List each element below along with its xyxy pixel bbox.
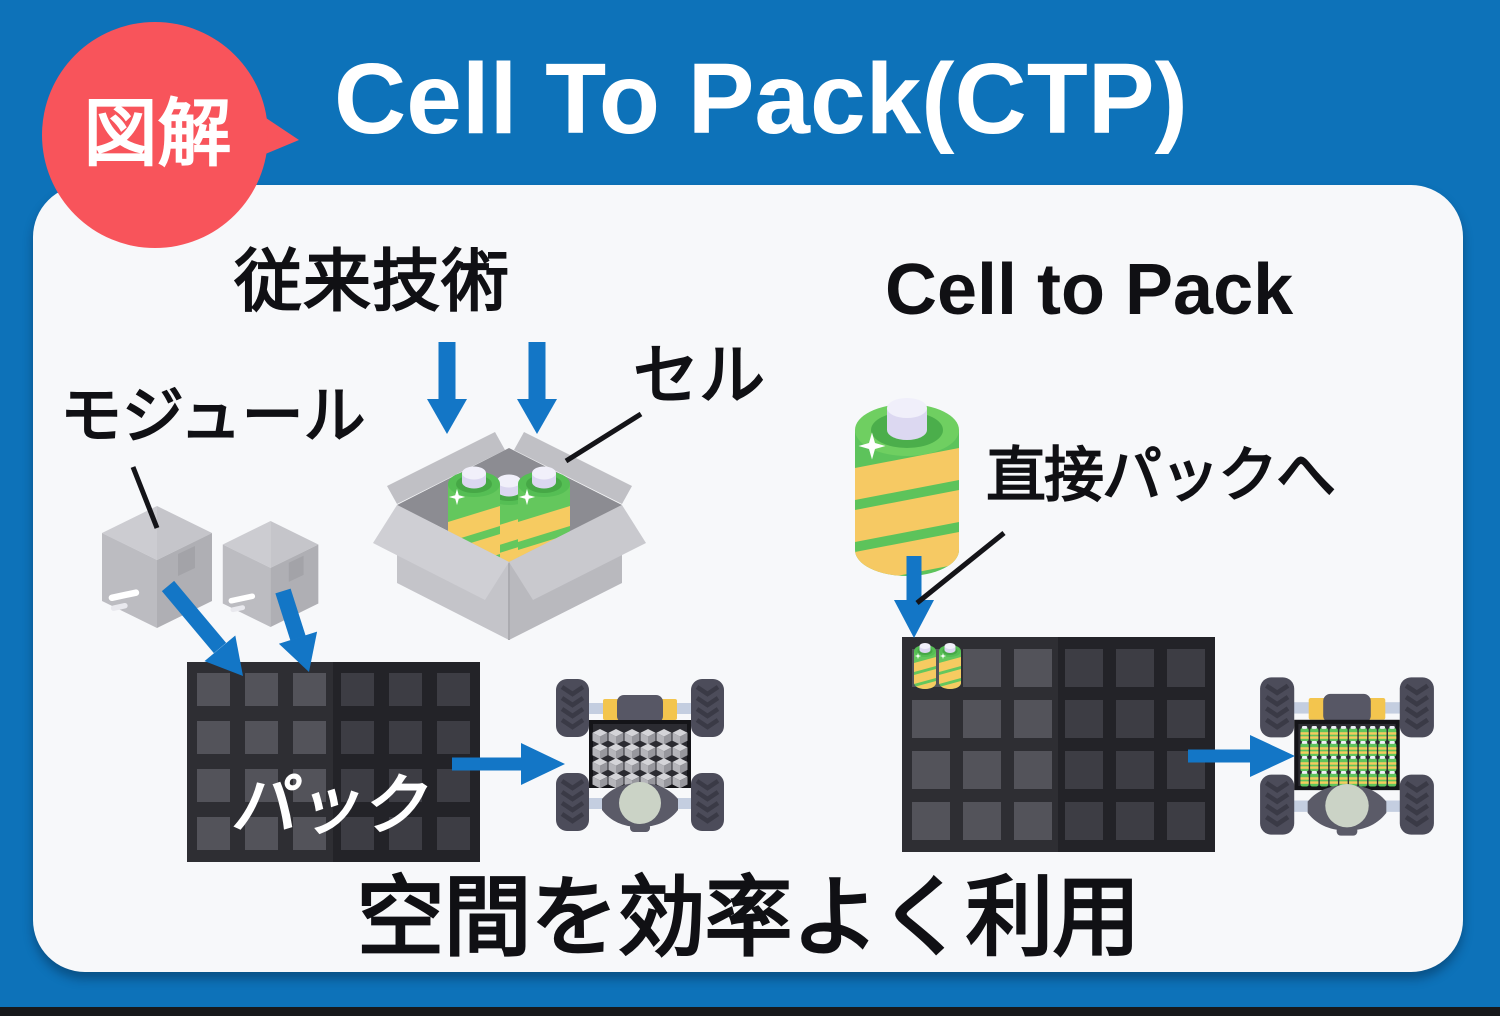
page-title: Cell To Pack(CTP) — [334, 43, 1188, 155]
battery-pack-grid-icon — [187, 662, 480, 862]
speech-bubble-badge-icon — [42, 22, 299, 248]
direct-to-pack-label: 直接パックへ — [986, 442, 1336, 509]
open-carton-with-cells-icon — [373, 432, 646, 640]
pack-label: パック — [228, 768, 437, 842]
module-box-icon — [102, 506, 212, 628]
car-chassis-icon — [554, 676, 726, 834]
conventional-heading: 従来技術 — [234, 244, 511, 320]
battery-pack-grid-icon — [902, 637, 1215, 852]
ctp-heading: Cell to Pack — [885, 250, 1294, 330]
module-label: モジュール — [60, 382, 366, 451]
footer-caption: 空間を効率よく利用 — [356, 868, 1140, 967]
badge-label: 図解 — [83, 92, 232, 175]
module-box-icon — [222, 521, 319, 627]
bottom-border-strip — [0, 1007, 1500, 1016]
car-chassis-icon — [1258, 674, 1436, 838]
battery-cell-icon — [855, 398, 959, 576]
cell-label: セル — [633, 338, 765, 412]
